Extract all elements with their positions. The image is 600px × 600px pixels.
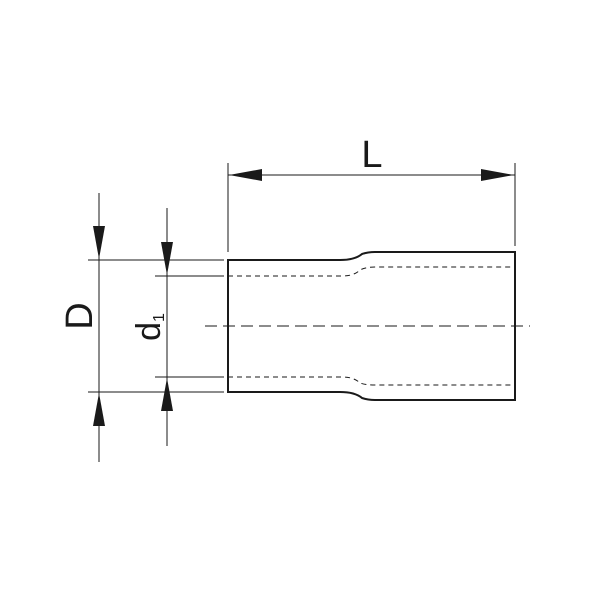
inner-bore-top [228,266,515,277]
label-inner-diameter-base: d [130,322,168,341]
sleeve-outline [227,251,516,401]
arrow-length-right [481,169,514,181]
arrow-outer-top [93,226,105,259]
label-inner-diameter-sub: 1 [151,313,168,322]
label-outer-diameter: D [59,302,101,329]
label-length: L [361,134,382,176]
inner-bore-bottom [228,376,515,386]
label-inner-diameter: d1 [130,313,168,341]
arrow-inner-top [161,242,173,275]
arrow-inner-bottom [161,378,173,411]
arrow-outer-bottom [93,393,105,426]
arrow-length-left [229,169,262,181]
